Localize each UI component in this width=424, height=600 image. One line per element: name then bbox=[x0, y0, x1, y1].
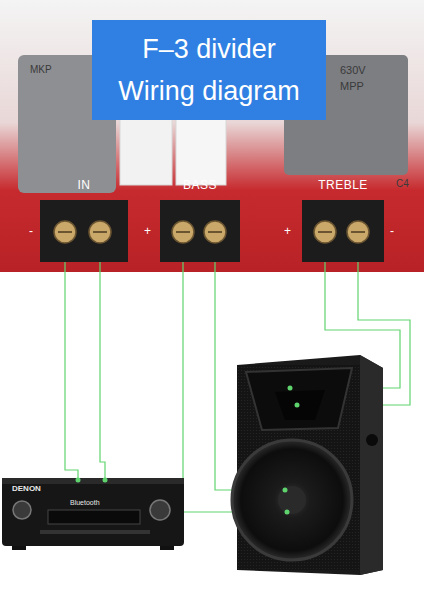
terminal-group: TREBLE bbox=[292, 176, 394, 262]
polarity-mark: - bbox=[29, 224, 33, 238]
signal-wire bbox=[65, 262, 78, 478]
signal-wire bbox=[100, 262, 105, 478]
receiver bbox=[2, 478, 184, 550]
terminal-label: TREBLE bbox=[292, 178, 394, 192]
title-banner: F–3 divider Wiring diagram bbox=[92, 20, 326, 120]
terminal-screw bbox=[54, 221, 369, 243]
brand-name: DENON bbox=[12, 484, 184, 493]
component-marking: C4 bbox=[396, 178, 409, 189]
component-marking: MKP bbox=[30, 64, 52, 75]
pcb-board bbox=[0, 0, 424, 272]
front-label: Bluetooth bbox=[12, 499, 184, 506]
polarity-mark: + bbox=[284, 224, 291, 238]
receiver-panel: DENON Bluetooth bbox=[2, 478, 184, 546]
terminal-label: BASS bbox=[160, 178, 240, 192]
title-text: F–3 divider Wiring diagram bbox=[118, 34, 300, 106]
terminal-label: IN bbox=[40, 178, 128, 192]
polarity-mark: + bbox=[144, 224, 151, 238]
terminal-group: BASS bbox=[160, 176, 240, 262]
terminal-block bbox=[40, 200, 384, 262]
component-marking: MPP bbox=[340, 80, 364, 92]
polarity-mark: - bbox=[390, 224, 394, 238]
speaker bbox=[232, 355, 383, 575]
terminal-group: IN bbox=[40, 176, 128, 262]
component-marking: 630V bbox=[340, 64, 366, 76]
